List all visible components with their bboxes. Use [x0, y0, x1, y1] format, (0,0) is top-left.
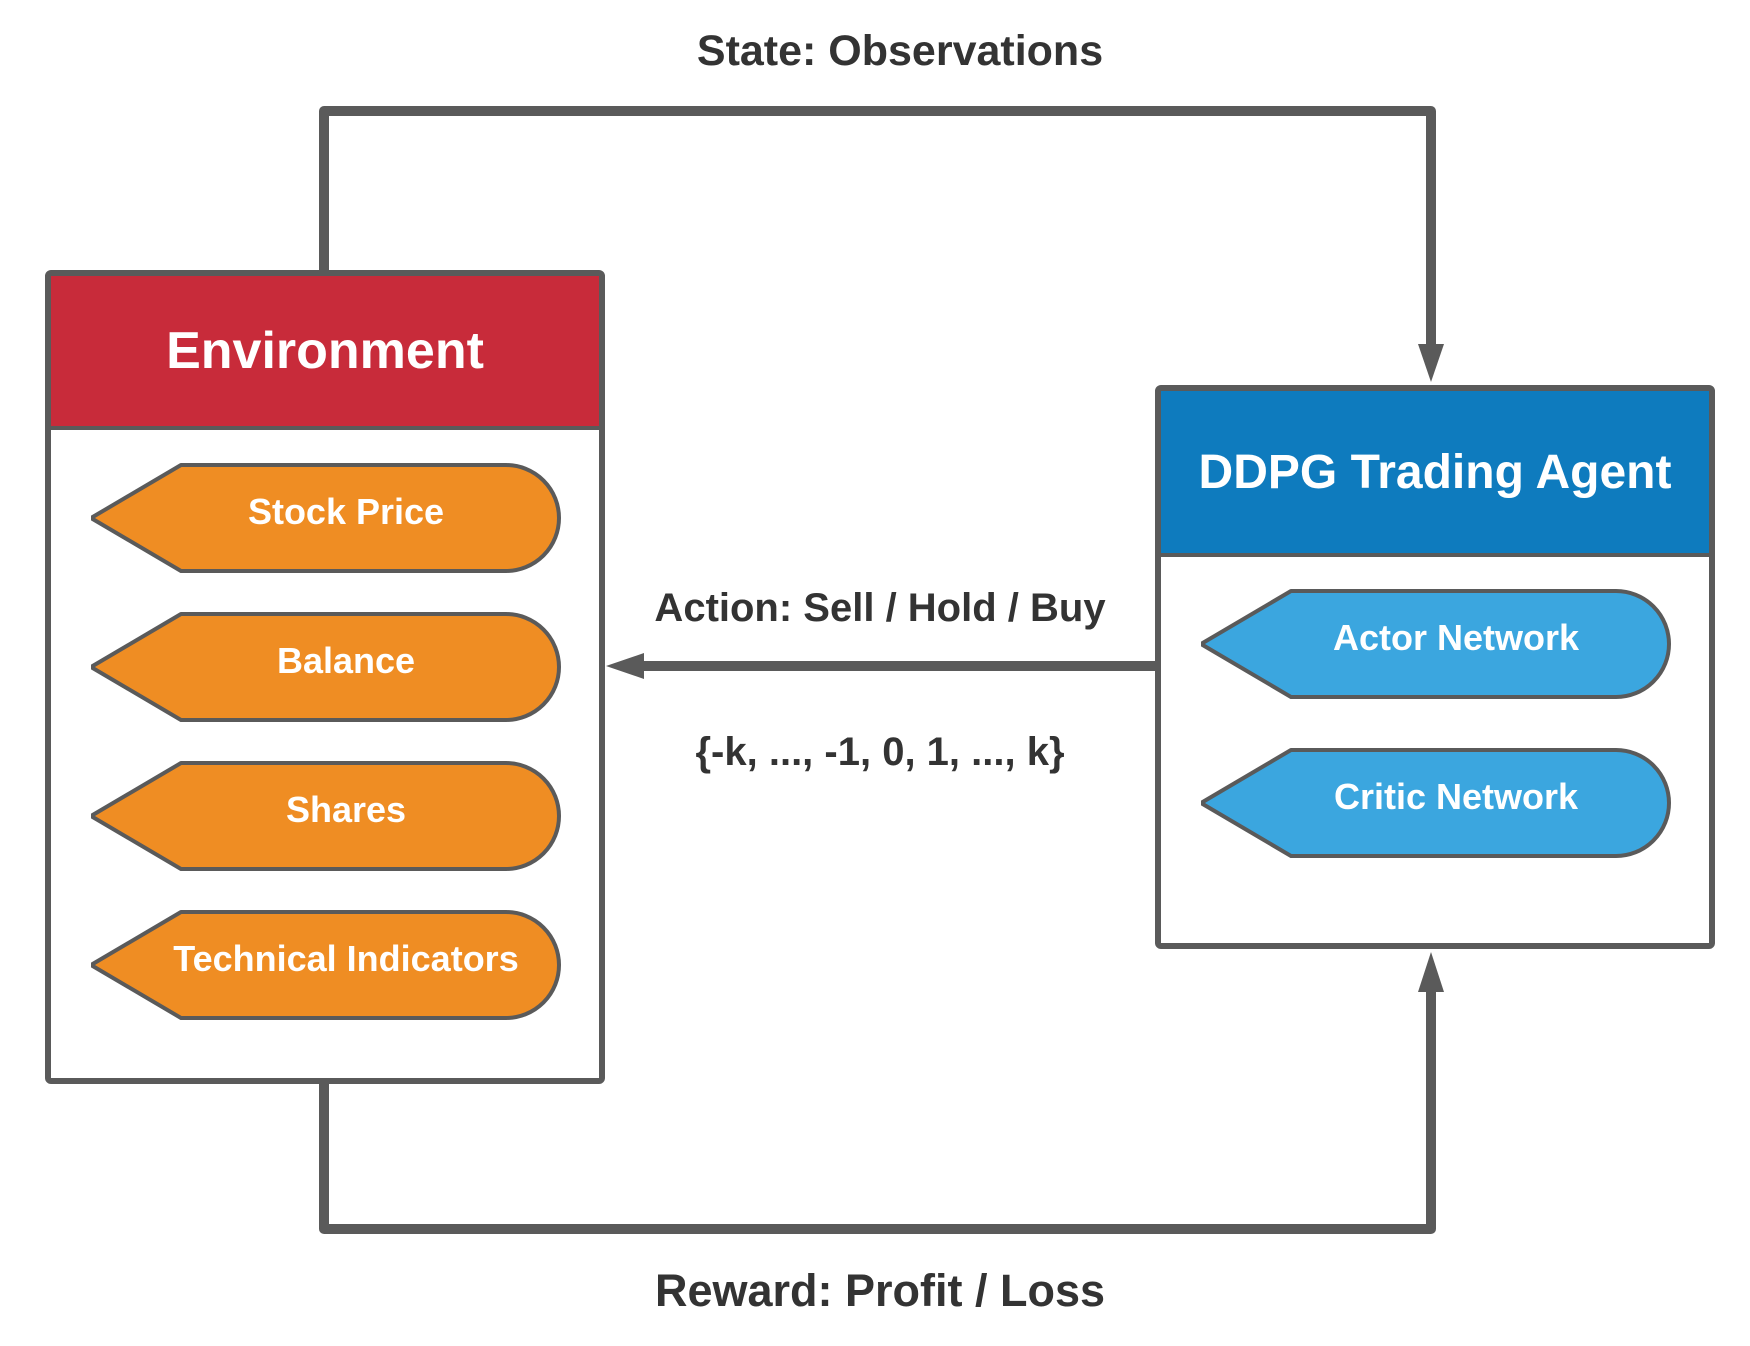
display-shape-icon	[1201, 748, 1671, 858]
display-shape-icon	[91, 910, 561, 1020]
environment-item-label: Shares	[285, 789, 407, 830]
environment-item-technical-indicators: Technical Indicators	[91, 910, 561, 1020]
agent-item-label: Actor Network	[1332, 617, 1580, 658]
action-arrowhead	[606, 653, 644, 679]
agent-item-actor-network: Actor Network	[1201, 589, 1671, 699]
reward-connector	[319, 980, 1436, 1234]
agent-title: DDPG Trading Agent	[1161, 391, 1709, 557]
action-label: Action: Sell / Hold / Buy	[654, 586, 1106, 630]
display-shape-icon	[1201, 589, 1671, 699]
state-connector	[319, 106, 1436, 357]
environment-item-label: Stock Price	[247, 491, 445, 532]
environment-item-label: Technical Indicators	[173, 938, 519, 979]
agent-item-critic-network: Critic Network	[1201, 748, 1671, 858]
reward-arrowhead	[1418, 952, 1444, 992]
environment-title: Environment	[51, 276, 599, 430]
display-shape-icon	[91, 463, 561, 573]
environment-item-balance: Balance	[91, 612, 561, 722]
agent-item-label: Critic Network	[1333, 776, 1579, 817]
display-shape-icon	[91, 761, 561, 871]
action-range-label: {-k, ..., -1, 0, 1, ..., k}	[695, 730, 1065, 774]
environment-item-label: Balance	[276, 640, 416, 681]
environment-item-shares: Shares	[91, 761, 561, 871]
display-shape-icon	[91, 612, 561, 722]
state-label: State: Observations	[696, 27, 1104, 75]
reward-label: Reward: Profit / Loss	[654, 1265, 1106, 1316]
environment-item-stock-price: Stock Price	[91, 463, 561, 573]
state-arrowhead	[1418, 344, 1444, 382]
